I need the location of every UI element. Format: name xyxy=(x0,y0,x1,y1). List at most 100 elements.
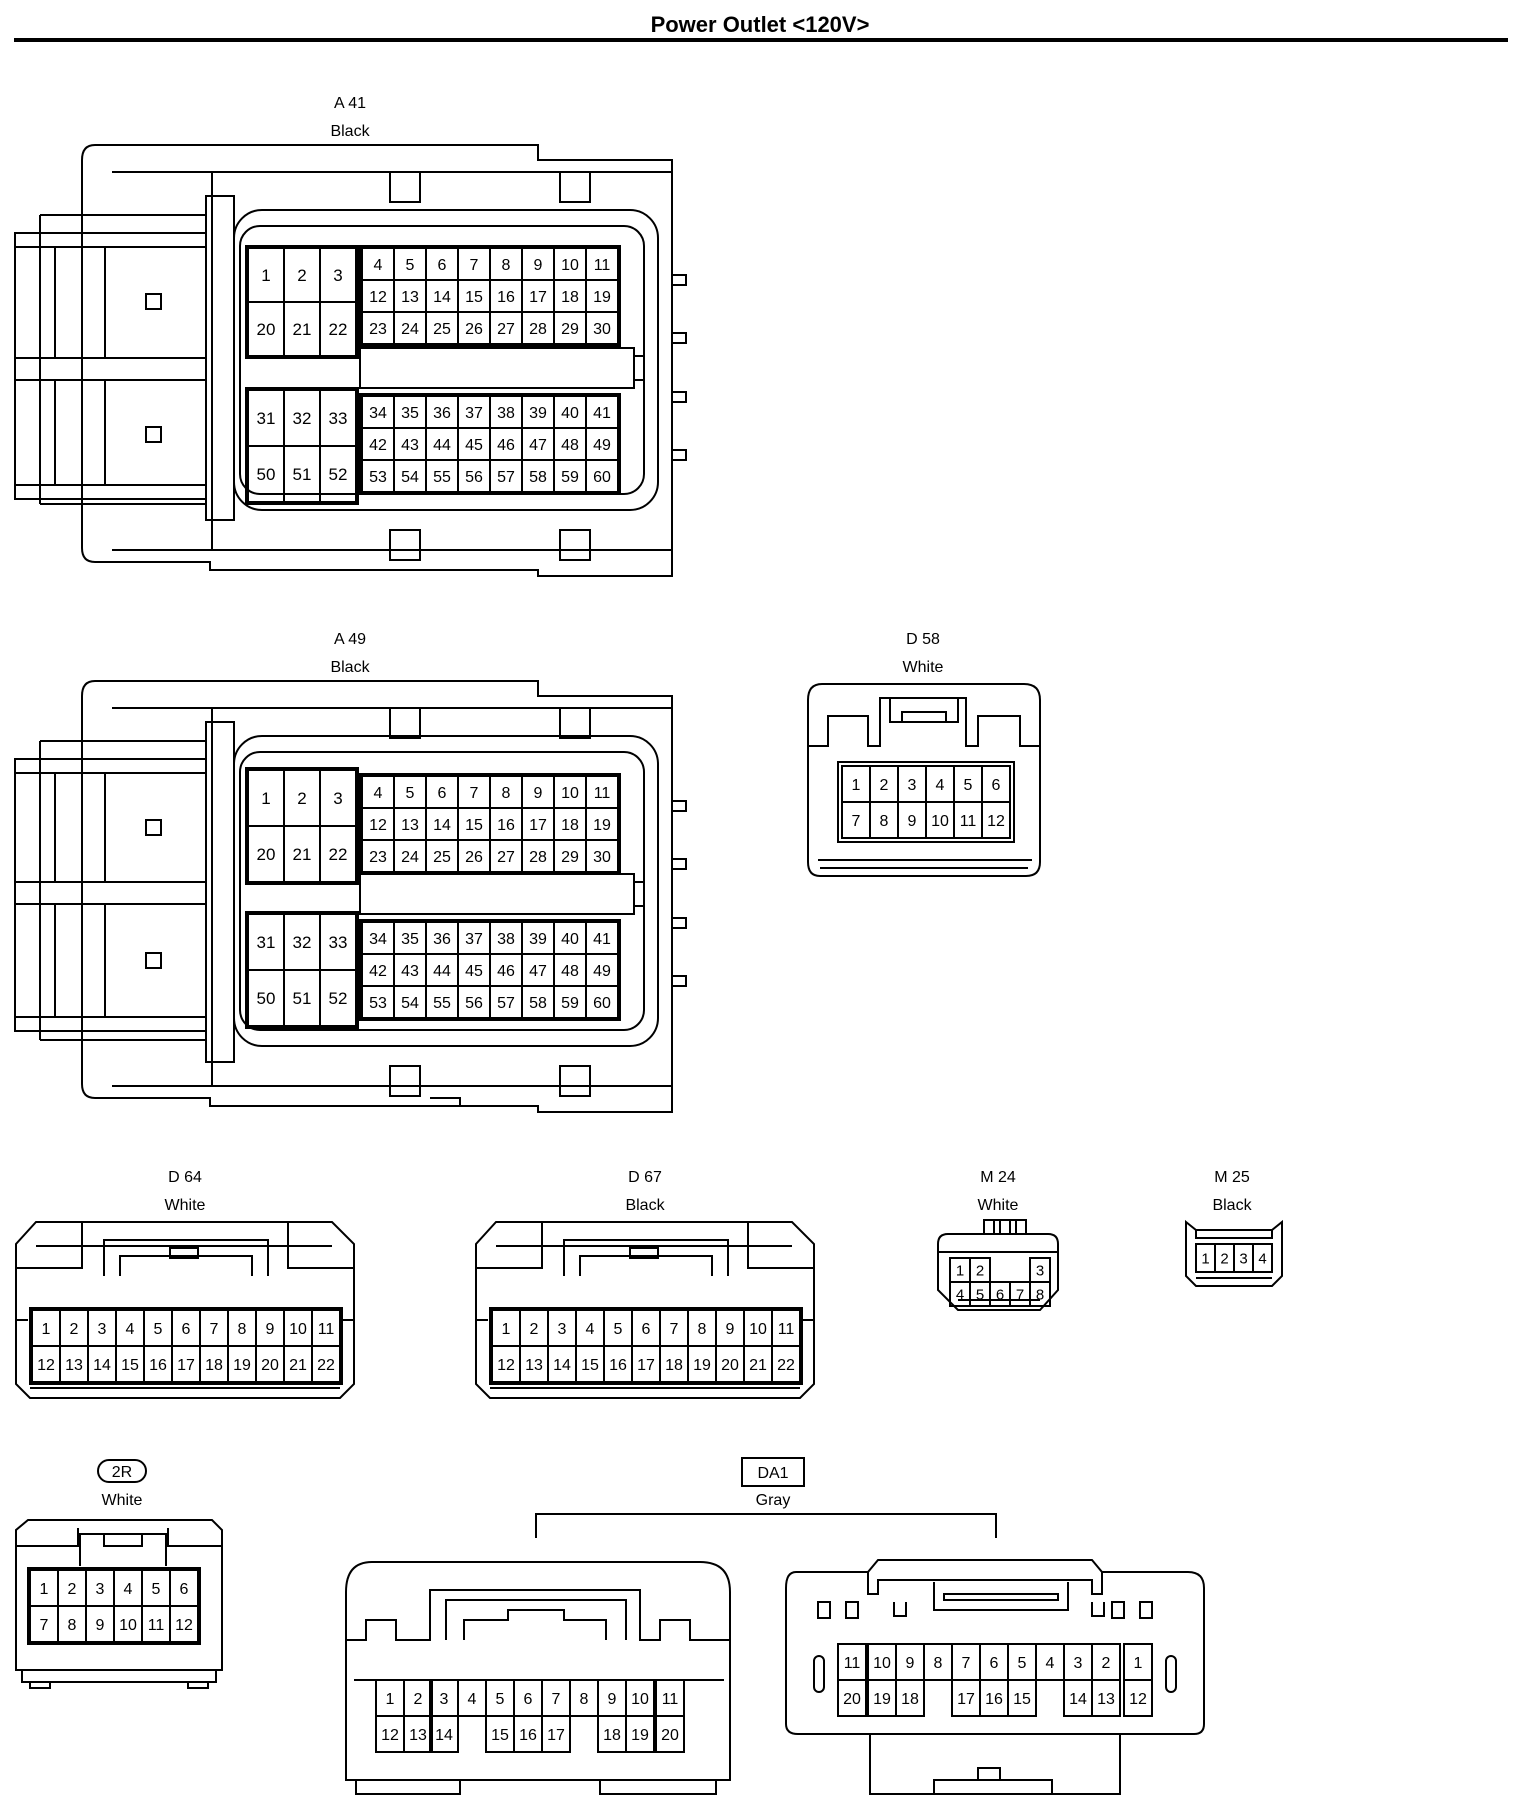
latch-slot xyxy=(145,293,162,310)
pin-number: 8 xyxy=(698,1321,707,1338)
pin-number: 5 xyxy=(154,1321,163,1338)
pin-number: 8 xyxy=(880,813,889,830)
pin-number: 13 xyxy=(65,1357,83,1374)
pin-number: 17 xyxy=(529,289,547,306)
pin-number: 16 xyxy=(497,289,515,306)
pin-number: 1 xyxy=(261,789,270,808)
pin-number: 19 xyxy=(593,289,611,306)
pin-number: 37 xyxy=(465,931,483,948)
pin-number: 15 xyxy=(1013,1691,1031,1708)
pin-number: 4 xyxy=(468,1691,477,1708)
pin-grid-frame xyxy=(359,773,621,875)
pin-number: 8 xyxy=(502,257,511,274)
pin-number: 39 xyxy=(529,405,547,422)
connector-d67-housing xyxy=(475,1221,815,1399)
connector-d64-code: D 64 xyxy=(168,1169,202,1186)
pin-number: 48 xyxy=(561,963,579,980)
pin-number: 4 xyxy=(1046,1655,1055,1672)
pin-number: 44 xyxy=(433,437,451,454)
pin-number: 3 xyxy=(333,789,342,808)
pin-grid-frame xyxy=(359,393,621,495)
pin-number: 9 xyxy=(534,785,543,802)
pin-number: 11 xyxy=(778,1321,795,1338)
pin-number: 6 xyxy=(992,777,1001,794)
latch-slot xyxy=(145,952,162,969)
pin-number: 32 xyxy=(293,409,312,428)
pin-number: 14 xyxy=(553,1357,571,1374)
pin-number: 2 xyxy=(1220,1250,1228,1267)
pin-number: 2 xyxy=(414,1691,423,1708)
pin-cell xyxy=(169,1605,199,1643)
pin-number: 10 xyxy=(749,1321,767,1338)
pin-number: 4 xyxy=(586,1321,595,1338)
pin-number: 13 xyxy=(1097,1691,1115,1708)
pin-number: 13 xyxy=(409,1727,427,1744)
pin-cell xyxy=(1007,1679,1037,1717)
pin-number: 6 xyxy=(990,1655,999,1672)
connector-a49-code: A 49 xyxy=(334,631,366,648)
pin-number: 12 xyxy=(497,1357,515,1374)
connector-m25-housing xyxy=(1185,1219,1283,1287)
pin-number: 50 xyxy=(257,465,276,484)
pin-number: 14 xyxy=(93,1357,111,1374)
pin-number: 20 xyxy=(257,320,276,339)
pin-number: 11 xyxy=(148,1617,165,1634)
pin-number: 53 xyxy=(369,469,387,486)
connector-m24-color: White xyxy=(978,1197,1019,1214)
pin-number: 24 xyxy=(401,849,419,866)
pin-grid-frame xyxy=(245,245,359,359)
pin-number: 1 xyxy=(956,1262,964,1279)
pin-number: 7 xyxy=(210,1321,219,1338)
pin-number: 2 xyxy=(297,789,306,808)
pin-number: 11 xyxy=(662,1691,679,1708)
pin-number: 52 xyxy=(329,989,348,1008)
pin-cell xyxy=(1252,1243,1273,1273)
pin-number: 31 xyxy=(257,933,276,952)
pin-number: 12 xyxy=(1129,1691,1147,1708)
pin-number: 60 xyxy=(593,469,611,486)
pin-number: 13 xyxy=(401,817,419,834)
pin-number: 5 xyxy=(152,1581,161,1598)
pin-number: 11 xyxy=(318,1321,335,1338)
pin-grid-frame xyxy=(245,767,359,885)
pin-number: 2 xyxy=(297,266,306,285)
pin-number: 45 xyxy=(465,963,483,980)
pin-grid-frame xyxy=(359,919,621,1021)
pin-number: 32 xyxy=(293,933,312,952)
pin-number: 21 xyxy=(293,845,312,864)
pin-number: 4 xyxy=(936,777,945,794)
pin-number: 3 xyxy=(558,1321,567,1338)
pin-number: 12 xyxy=(369,289,387,306)
connector-da1-code: DA1 xyxy=(757,1465,788,1482)
pin-number: 13 xyxy=(401,289,419,306)
pin-number: 56 xyxy=(465,995,483,1012)
pin-number: 1 xyxy=(502,1321,511,1338)
pin-grid-frame xyxy=(245,387,359,505)
pin-number: 8 xyxy=(502,785,511,802)
connector-d67-color: Black xyxy=(625,1197,665,1214)
pin-number: 19 xyxy=(233,1357,251,1374)
pin-number: 2 xyxy=(70,1321,79,1338)
pin-number: 36 xyxy=(433,405,451,422)
pin-number: 56 xyxy=(465,469,483,486)
pin-number: 22 xyxy=(329,320,348,339)
connector-2r-color: White xyxy=(102,1492,143,1509)
connector-a41-code: A 41 xyxy=(334,95,366,112)
pin-number: 22 xyxy=(317,1357,335,1374)
pin-number: 19 xyxy=(593,817,611,834)
pin-number: 7 xyxy=(670,1321,679,1338)
pin-number: 10 xyxy=(931,813,949,830)
pin-cell xyxy=(625,1715,655,1753)
pin-number: 17 xyxy=(547,1727,565,1744)
pin-number: 36 xyxy=(433,931,451,948)
pin-number: 4 xyxy=(1258,1250,1266,1267)
